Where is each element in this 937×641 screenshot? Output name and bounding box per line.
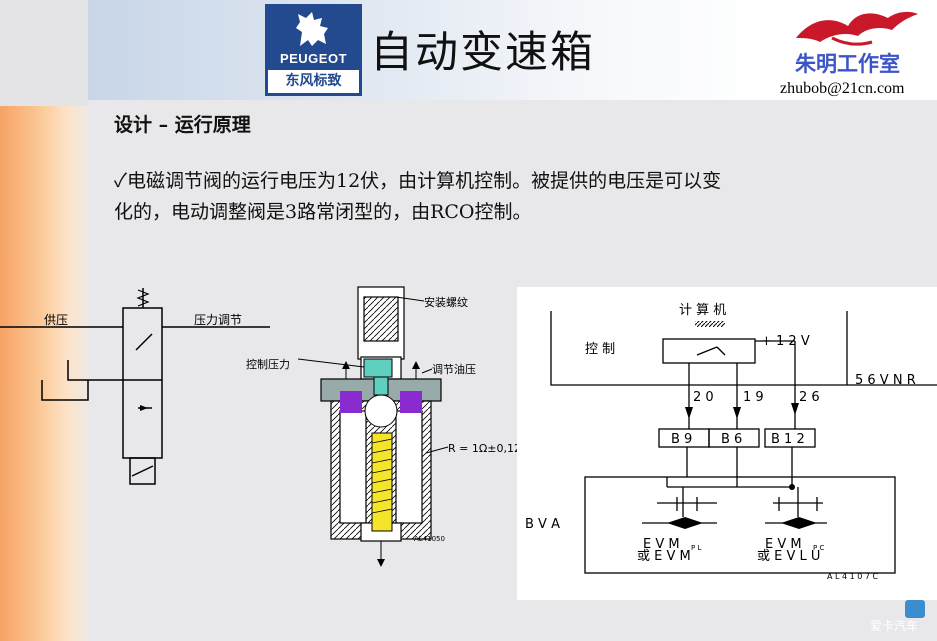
lion-icon xyxy=(296,12,328,46)
b12-label: B 1 2 xyxy=(771,432,805,447)
evm-pl-label: E V M xyxy=(643,537,680,552)
evm-pc-sub: P C xyxy=(813,544,824,552)
control-label: 控 制 xyxy=(585,342,615,357)
valve-cutaway-diagram: 安装螺纹 控制压力 调节油压 R = 1Ω±0,12 AL41050 xyxy=(246,286,521,567)
left-decor-bar xyxy=(0,0,88,641)
voltage-label: + 1 2 V xyxy=(761,334,810,349)
logo-brand: PEUGEOT xyxy=(279,51,348,66)
circuit-ref-code: A L 4 1 0 7 C xyxy=(827,572,879,581)
logo-subtitle: 东风标致 xyxy=(268,70,359,93)
evm-pc-label: E V M xyxy=(765,537,802,552)
studio-email: zhubob@21cn.com xyxy=(780,80,905,97)
or-evlu-label: 或 E V L U xyxy=(757,549,820,564)
page-title: 自动变速箱 xyxy=(370,28,595,78)
pin-20-label: 2 0 xyxy=(693,390,714,405)
supply-label: 供压 xyxy=(44,313,68,327)
header-band xyxy=(88,0,937,100)
paragraph-line-2: 化的，电动调整阀是3路常闭型的，由RCO控制。 xyxy=(114,201,532,223)
b6-label: B 6 xyxy=(721,432,742,447)
cutaway-ref-code: AL41050 xyxy=(414,535,445,543)
studio-name: 朱明工作室 xyxy=(795,51,900,76)
section-title: 设计 – 运行原理 xyxy=(114,114,251,136)
watermark-text: 爱卡汽车 xyxy=(870,619,919,633)
reg-oil-label: 调节油压 xyxy=(432,362,476,376)
evm-pl-sub: P L xyxy=(691,544,701,552)
b9-label: B 9 xyxy=(671,432,692,447)
computer-label: 计 算 机 xyxy=(679,303,726,318)
paragraph-line-1: ✓电磁调节阀的运行电压为12伏，由计算机控制。被提供的电压是可以变 xyxy=(114,170,722,192)
description-paragraph: ✓电磁调节阀的运行电压为12伏，由计算机控制。被提供的电压是可以变 化的，电动调… xyxy=(114,166,894,228)
pin-26-label: 2 6 xyxy=(799,390,820,405)
control-pressure-label: 控制压力 xyxy=(246,357,290,371)
pin-19-label: 1 9 xyxy=(743,390,764,405)
resistance-label: R = 1Ω±0,12 xyxy=(448,442,521,455)
peugeot-logo: PEUGEOT 东风标致 xyxy=(265,4,362,96)
circuit-diagram: 计 算 机 控 制 + 1 2 V 2 0 1 9 2 6 5 6 V N R … xyxy=(517,287,937,600)
or-evm-label: 或 E V M xyxy=(637,549,691,564)
watermark-icon xyxy=(905,600,925,618)
mount-thread-label: 安装螺纹 xyxy=(424,295,468,309)
bva-label: B V A xyxy=(525,517,560,532)
hydraulic-schematic: 供压 压力调节 xyxy=(0,288,270,485)
nr-label: 5 6 V N R xyxy=(855,373,916,388)
bird-logo-icon xyxy=(796,11,918,46)
pressure-reg-label: 压力调节 xyxy=(194,313,242,327)
